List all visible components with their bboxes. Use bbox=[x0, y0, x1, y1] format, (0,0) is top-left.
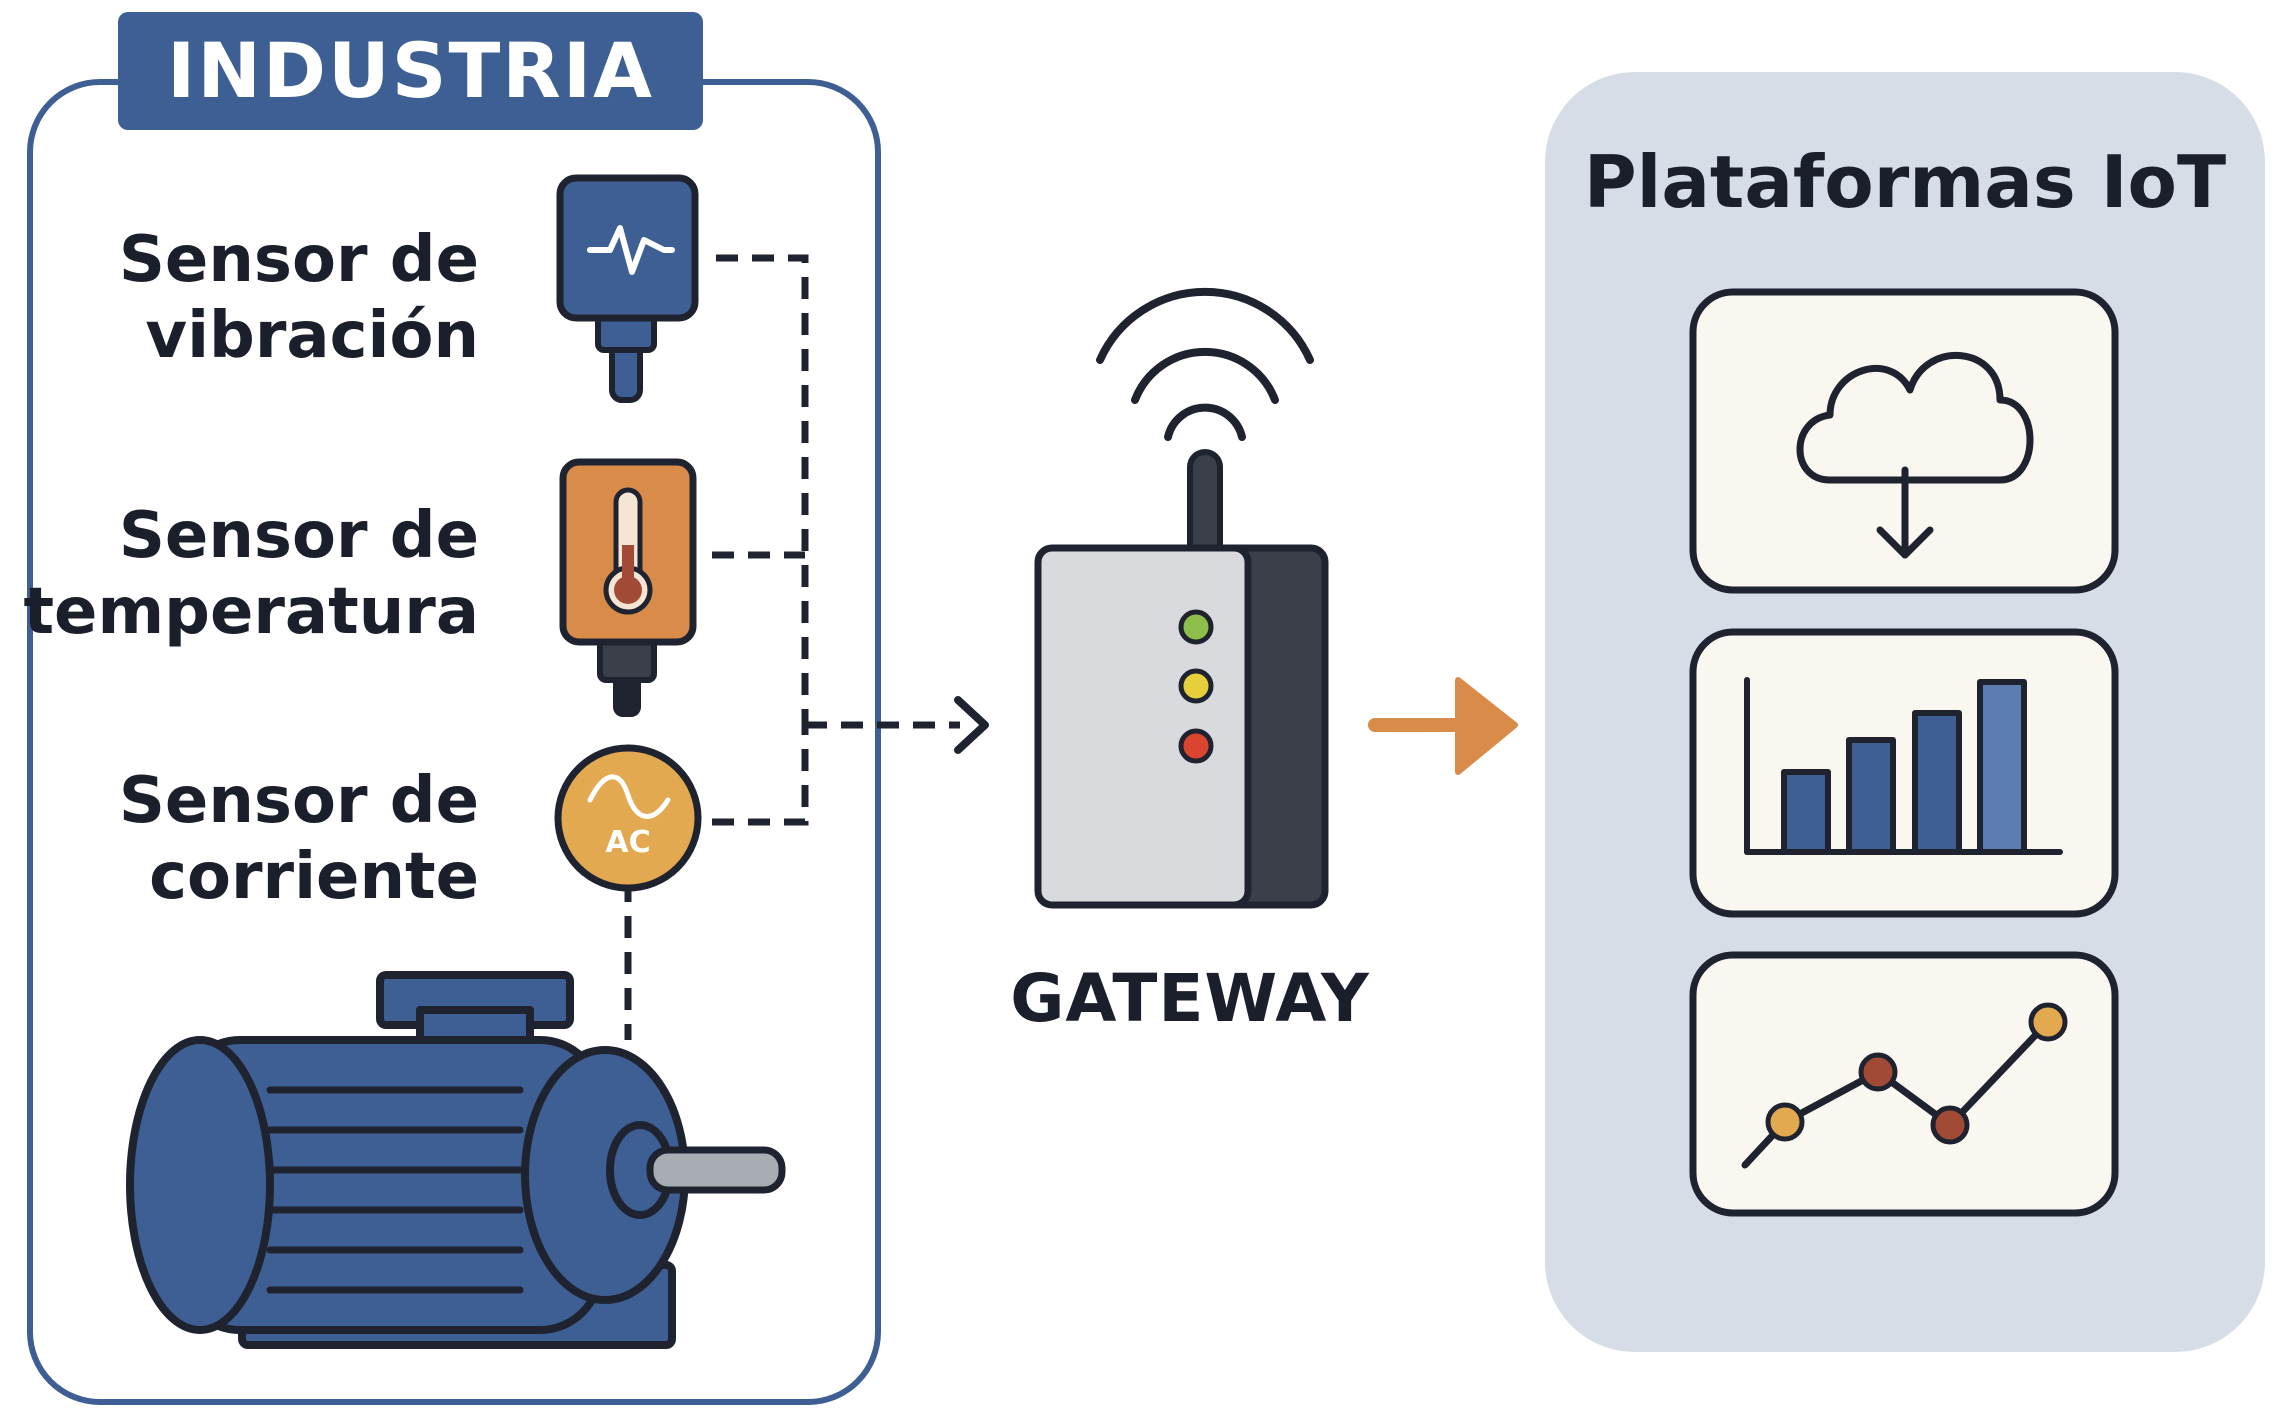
temperature-sensor-label: Sensor de temperatura bbox=[0, 498, 479, 650]
led-yellow bbox=[1178, 668, 1214, 704]
platform-title: Plataformas IoT bbox=[1583, 140, 2227, 224]
temperature-sensor-icon bbox=[559, 458, 697, 717]
current-sensor-icon: AC bbox=[554, 744, 702, 892]
gateway-to-platform-arrow bbox=[1368, 677, 1518, 775]
gateway-label: GATEWAY bbox=[1010, 960, 1370, 1037]
current-sensor-label-line1: Sensor de bbox=[118, 764, 479, 838]
industria-title: INDUSTRIA bbox=[118, 12, 703, 130]
current-sensor-label: Sensor de corriente bbox=[0, 763, 479, 915]
line-chart-card bbox=[1689, 951, 2119, 1217]
vibration-sensor-icon bbox=[556, 174, 699, 403]
led-red bbox=[1178, 728, 1214, 764]
temperature-sensor-label-line1: Sensor de bbox=[118, 499, 479, 573]
connector-current bbox=[712, 720, 809, 826]
vibration-sensor-label: Sensor de vibración bbox=[0, 222, 479, 374]
vibration-sensor-label-line1: Sensor de bbox=[118, 223, 479, 297]
connector-vibration bbox=[716, 254, 809, 720]
sensor-connectors bbox=[624, 254, 960, 1040]
current-sensor-label-line2: corriente bbox=[149, 840, 479, 914]
temperature-sensor-label-line2: temperatura bbox=[23, 575, 479, 649]
led-green bbox=[1178, 609, 1214, 645]
cloud-card bbox=[1689, 288, 2119, 594]
electric-motor-icon bbox=[126, 971, 786, 1349]
connector-arrowhead bbox=[954, 696, 989, 754]
line-chart-icon bbox=[1741, 1002, 2068, 1169]
bar-chart-card bbox=[1689, 628, 2119, 918]
gateway-router-icon bbox=[1034, 287, 1329, 909]
cloud-download-icon bbox=[1796, 352, 2034, 559]
current-badge-text: AC bbox=[605, 825, 650, 860]
bar-chart-icon bbox=[1744, 677, 2063, 855]
vibration-sensor-label-line2: vibración bbox=[145, 299, 479, 373]
